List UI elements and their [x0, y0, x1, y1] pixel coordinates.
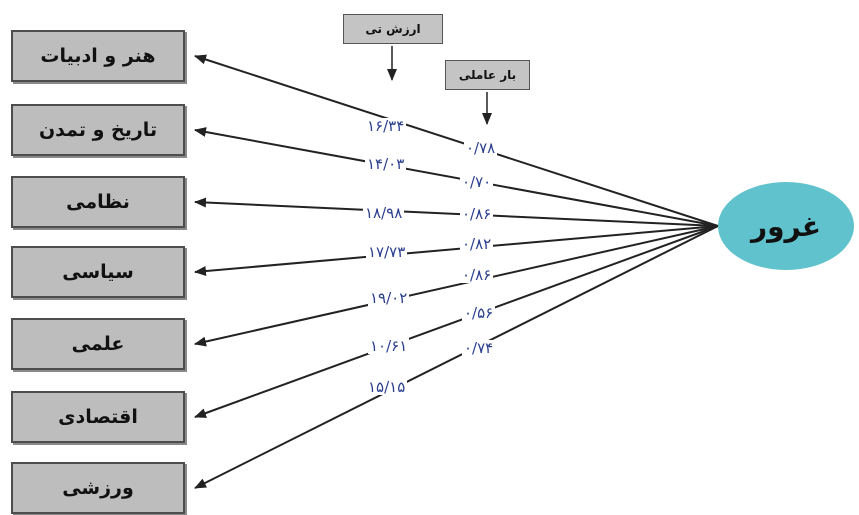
t-value-label: ۱۰/۶۱ — [368, 337, 410, 355]
loading-arrow — [194, 197, 719, 227]
t-value-label: ۱۸/۹۸ — [363, 204, 405, 222]
t-value-label: ۱۷/۷۳ — [366, 243, 408, 261]
indicator-box: نظامی — [11, 176, 185, 228]
loading-label: ۰/۷۴ — [462, 339, 496, 357]
loading-label: ۰/۸۶ — [460, 266, 494, 284]
t-value-label: ۱۶/۳۴ — [365, 117, 407, 135]
loading-arrow — [194, 225, 719, 347]
indicator-box: تاریخ و تمدن — [11, 104, 185, 156]
loading-label: ۰/۵۶ — [462, 304, 496, 322]
loading-arrow — [194, 225, 719, 489]
indicator-box: هنر و ادبیات — [11, 30, 185, 82]
loading-label: ۰/۸۲ — [460, 235, 494, 253]
t-value-legend-tag: ارزش تی — [343, 14, 443, 44]
loading-arrow — [194, 225, 719, 277]
indicator-box: ورزشی — [11, 462, 185, 514]
loading-arrow — [194, 127, 719, 227]
loading-label: ۰/۷۰ — [460, 173, 494, 191]
loading-arrow — [194, 225, 719, 418]
loading-label: ۰/۷۸ — [464, 139, 498, 157]
latent-node: غرور — [718, 182, 854, 270]
t-value-label: ۱۹/۰۲ — [368, 289, 410, 307]
t-value-label: ۱۵/۱۵ — [366, 378, 408, 396]
loading-legend-tag: بار عاملی — [445, 60, 530, 90]
loading-arrow — [194, 54, 719, 227]
indicator-box: سیاسی — [11, 246, 185, 298]
loading-label: ۰/۸۶ — [460, 205, 494, 223]
t-value-label: ۱۴/۰۳ — [365, 155, 407, 173]
indicator-box: اقتصادی — [11, 391, 185, 443]
indicator-box: علمی — [11, 318, 185, 370]
